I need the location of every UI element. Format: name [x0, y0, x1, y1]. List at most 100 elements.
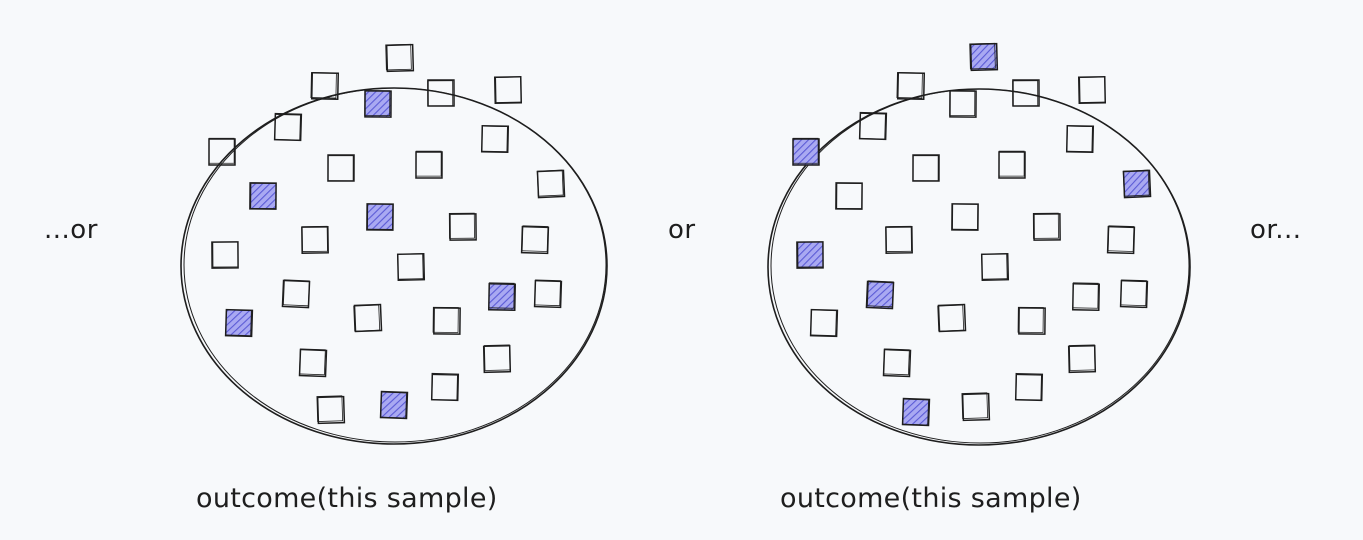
square-sketch-stroke [859, 113, 886, 140]
square-sketch-stroke [1012, 80, 1039, 107]
unselected-square [885, 225, 913, 254]
selected-square [224, 308, 254, 338]
square-body [1077, 75, 1107, 105]
unselected-square [882, 348, 912, 378]
square-sketch-stroke [316, 395, 344, 422]
unselected-square [1017, 306, 1046, 335]
sample-population-1 [180, 43, 608, 445]
square-sketch-stroke [1120, 279, 1147, 307]
square-body [482, 344, 512, 374]
square-body [433, 307, 461, 335]
unselected-square [809, 308, 839, 338]
square-sketch-stroke [212, 241, 239, 268]
selected-square [249, 182, 277, 210]
square-body [298, 348, 328, 378]
square-body [480, 124, 510, 154]
square-sketch-stroke [1017, 306, 1044, 333]
square-body [301, 226, 329, 254]
unselected-square [998, 150, 1026, 179]
square-body [980, 252, 1010, 282]
square-sketch-stroke [364, 90, 391, 117]
selected-square-body [224, 308, 254, 338]
square-sketch-stroke [380, 391, 407, 419]
unselected-square [1119, 279, 1149, 309]
square-body [533, 279, 563, 309]
unselected-square [273, 112, 303, 142]
square-body [493, 75, 523, 105]
square-sketch-stroke [836, 182, 863, 209]
unselected-square [937, 303, 967, 333]
square-body [449, 213, 477, 241]
square-sketch-stroke [797, 241, 824, 268]
square-body [1106, 225, 1136, 255]
sample-population-2 [767, 42, 1191, 446]
square-body [1072, 283, 1100, 311]
square-sketch-stroke [397, 253, 424, 280]
square-sketch-stroke [949, 90, 976, 117]
selected-square-body [901, 397, 931, 427]
connector-left: ...or [44, 215, 98, 245]
square-body [912, 154, 940, 182]
square-body [211, 241, 239, 269]
selected-square [865, 280, 895, 310]
square-body [858, 111, 888, 141]
unselected-square [448, 212, 477, 241]
square-sketch-stroke [385, 43, 412, 71]
unselected-square [310, 71, 340, 101]
square-body [385, 43, 415, 73]
square-body [882, 348, 912, 378]
square-sketch-stroke [484, 344, 511, 371]
square-sketch-stroke [1032, 212, 1059, 239]
selected-square-body [364, 90, 392, 118]
unselected-square [1067, 344, 1097, 374]
unselected-square [208, 137, 236, 166]
unselected-square [1014, 372, 1044, 402]
square-sketch-stroke [415, 150, 442, 177]
square-sketch-stroke [1122, 169, 1150, 197]
sample-caption-2: outcome(this sample) [780, 483, 1082, 514]
square-body [327, 154, 355, 182]
square-body [353, 303, 383, 333]
unselected-square [432, 306, 461, 335]
square-sketch-stroke [1015, 374, 1042, 401]
unselected-square [536, 169, 566, 199]
unselected-square [385, 43, 415, 73]
square-sketch-stroke [495, 76, 522, 103]
sample-circle-sketch-stroke [183, 87, 607, 443]
unselected-square [298, 348, 328, 378]
unselected-square [951, 203, 979, 231]
unselected-square [533, 279, 563, 309]
square-sketch-stroke [225, 309, 252, 337]
square-sketch-stroke [866, 280, 894, 308]
connector-middle: or [668, 215, 696, 245]
unselected-square [316, 395, 346, 425]
square-sketch-stroke [792, 137, 819, 164]
selected-square-body [366, 203, 394, 231]
square-body [951, 203, 979, 231]
selected-square [366, 203, 394, 231]
square-body [520, 225, 550, 255]
square-body [316, 395, 346, 425]
selected-square-body [865, 280, 895, 310]
square-body [885, 226, 913, 254]
unselected-square [327, 154, 355, 182]
square-sketch-stroke [250, 182, 277, 209]
square-sketch-stroke [481, 125, 508, 153]
square-sketch-stroke [327, 155, 354, 182]
square-body [809, 308, 839, 338]
selected-square [796, 241, 824, 269]
unselected-square [211, 241, 239, 269]
square-body [1067, 344, 1097, 374]
square-sketch-stroke [1107, 225, 1135, 252]
square-sketch-stroke [536, 169, 564, 197]
square-sketch-stroke [998, 150, 1025, 177]
selected-square [969, 42, 999, 72]
square-sketch-stroke [488, 282, 515, 309]
selected-square [488, 282, 516, 311]
selected-square [792, 137, 820, 166]
selected-square [364, 90, 392, 118]
square-sketch-stroke [1066, 125, 1093, 153]
square-body [1065, 124, 1095, 154]
unselected-square [835, 182, 863, 210]
